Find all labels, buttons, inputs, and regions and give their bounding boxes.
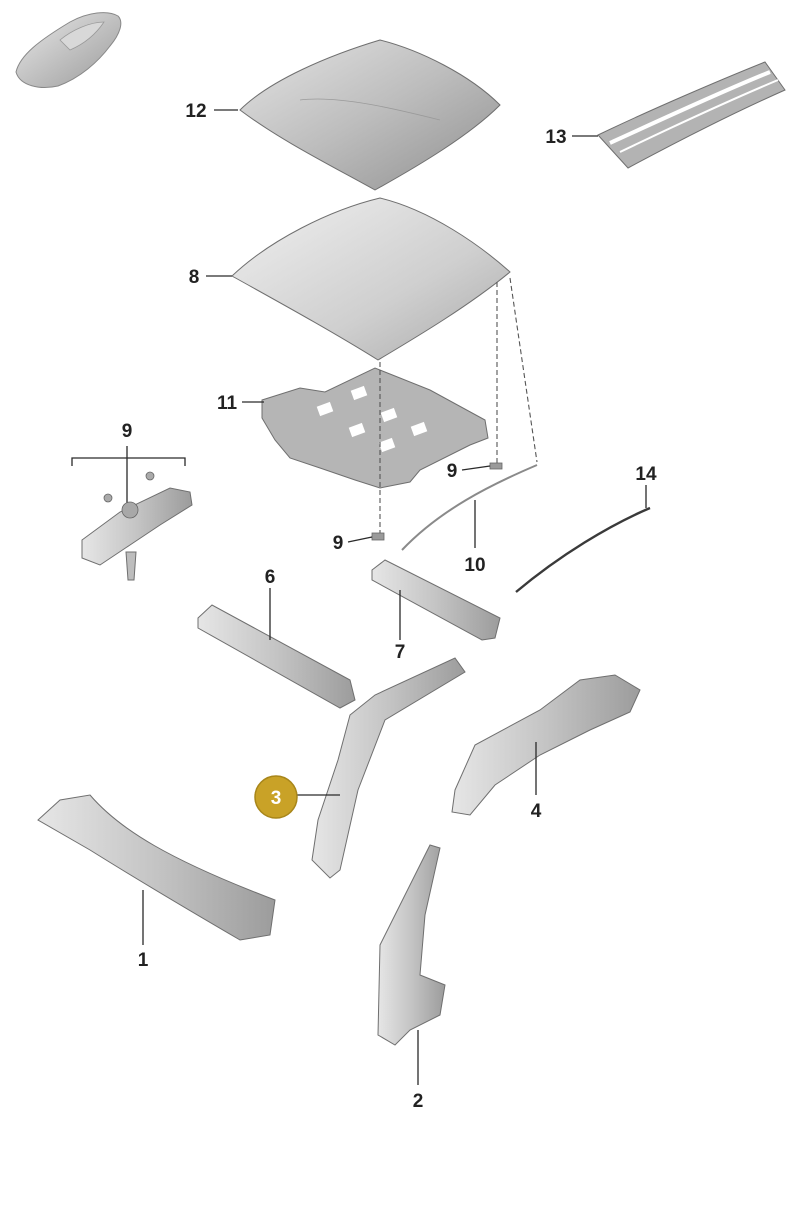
callout-9-clip-lower[interactable]: 9 — [333, 533, 344, 554]
a-pillar-reinforcement-part[interactable] — [311, 657, 466, 879]
bracket-assembly-part[interactable] — [71, 446, 193, 581]
callout-8[interactable]: 8 — [189, 267, 200, 288]
leader-lines — [142, 109, 647, 1085]
insulation-mat-part[interactable] — [261, 367, 489, 489]
callout-10[interactable]: 10 — [464, 555, 485, 576]
seal-strip-part[interactable] — [401, 464, 538, 551]
callout-7[interactable]: 7 — [395, 642, 406, 663]
callout-13[interactable]: 13 — [545, 127, 566, 148]
cable-trim-part[interactable] — [515, 506, 651, 593]
callout-12[interactable]: 12 — [185, 101, 206, 122]
callout-2[interactable]: 2 — [413, 1091, 424, 1112]
roof-skin-part[interactable] — [231, 197, 511, 361]
windshield-frame-part[interactable] — [37, 794, 276, 941]
callout-1[interactable]: 1 — [138, 950, 149, 971]
callout-4[interactable]: 4 — [531, 801, 542, 822]
b-pillar-part[interactable] — [377, 844, 446, 1046]
car-thumbnail-icon — [15, 12, 122, 88]
callout-6[interactable]: 6 — [265, 567, 276, 588]
roof-bow-front-part[interactable] — [197, 604, 356, 709]
callout-labels: 12 13 8 11 9 9 9 14 10 6 7 3 4 1 2 — [122, 101, 657, 1112]
highlight-badge — [254, 775, 298, 819]
callout-3-highlighted[interactable]: 3 — [254, 775, 298, 819]
callout-14[interactable]: 14 — [635, 464, 657, 485]
callout-9-clip-upper[interactable]: 9 — [447, 461, 458, 482]
roof-panel-part[interactable] — [239, 39, 501, 191]
roof-stripe-decal-part[interactable] — [597, 61, 786, 169]
assembly-guide-lines — [379, 277, 538, 535]
roof-frame-side-part[interactable] — [451, 674, 641, 816]
callout-3-label: 3 — [271, 788, 282, 809]
callout-9-assembly[interactable]: 9 — [122, 421, 133, 442]
callout-11[interactable]: 11 — [217, 393, 238, 414]
roof-bow-rear-part[interactable] — [371, 559, 501, 641]
